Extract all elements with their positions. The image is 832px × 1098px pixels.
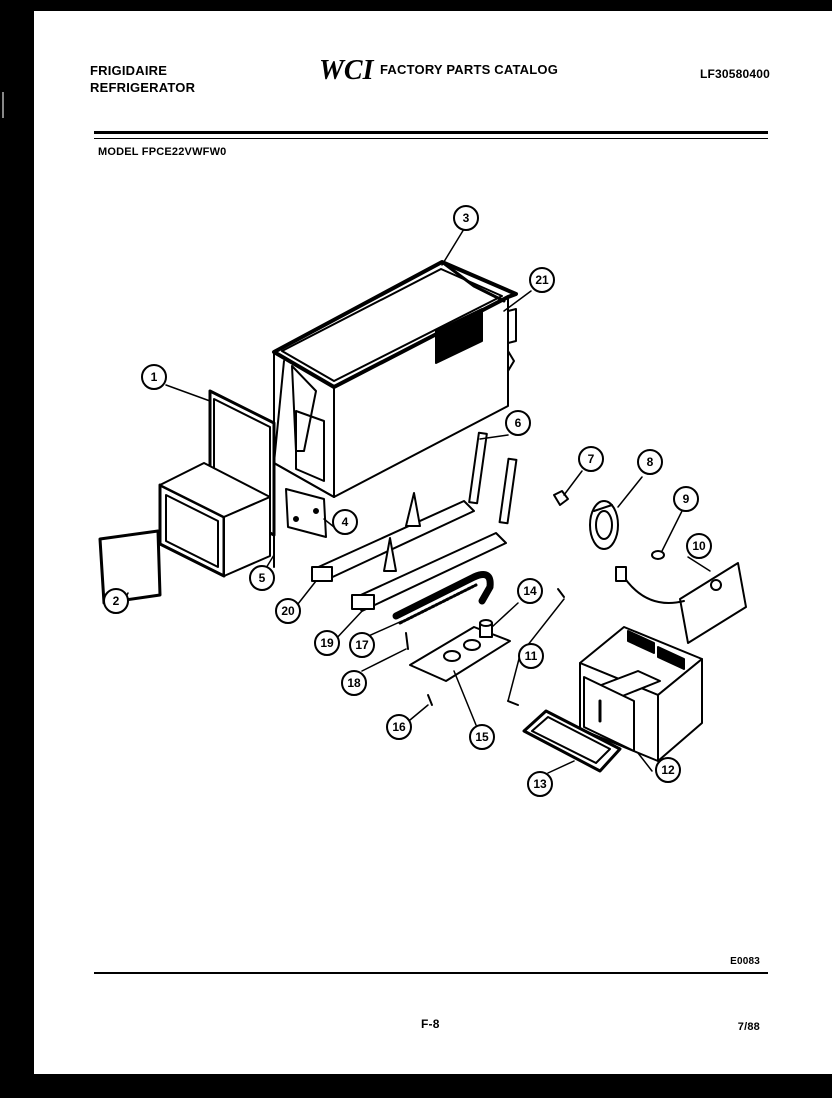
screw-part	[507, 700, 519, 706]
svg-text:16: 16	[392, 720, 406, 734]
svg-text:8: 8	[647, 455, 654, 469]
svg-text:12: 12	[661, 763, 675, 777]
callout-16: 16	[386, 714, 412, 740]
screw-part	[405, 632, 409, 650]
callout-19: 19	[314, 630, 340, 656]
svg-text:21: 21	[535, 273, 549, 287]
rod-parts	[468, 431, 518, 525]
callout-12: 12	[655, 757, 681, 783]
ice-bucket-part	[272, 260, 518, 498]
callout-17: 17	[349, 632, 375, 658]
svg-text:18: 18	[347, 676, 361, 690]
callouts: 1 2 3 4 5 6 7 8 9 10 11 12 13 14 15 16 1…	[103, 205, 712, 797]
callout-7: 7	[578, 446, 604, 472]
figure-code: E0083	[730, 956, 760, 967]
callout-14: 14	[517, 578, 543, 604]
svg-text:3: 3	[463, 211, 470, 225]
callout-18: 18	[341, 670, 367, 696]
callout-1: 1	[141, 364, 167, 390]
svg-text:14: 14	[523, 584, 537, 598]
document-number: LF30580400	[699, 67, 770, 81]
callout-13: 13	[527, 771, 553, 797]
product-type: REFRIGERATOR	[90, 80, 196, 95]
motor-assembly-part	[579, 626, 703, 762]
callout-5: 5	[249, 565, 275, 591]
svg-text:13: 13	[533, 777, 547, 791]
page-number: F-8	[421, 1017, 440, 1031]
callout-11: 11	[518, 643, 544, 669]
exploded-parts-diagram: 1 2 3 4 5 6 7 8 9 10 11 12 13 14 15 16 1…	[98, 205, 747, 797]
callout-21: 21	[529, 267, 555, 293]
svg-text:10: 10	[692, 539, 706, 553]
brand-block: FRIGIDAIRE REFRIGERATOR	[90, 62, 195, 96]
footer-rule	[94, 972, 768, 974]
screw-part	[427, 694, 433, 706]
callout-6: 6	[505, 410, 531, 436]
svg-text:6: 6	[515, 416, 522, 430]
catalog-title: FACTORY PARTS CATALOG	[380, 62, 559, 77]
scan-edge-mark	[2, 92, 12, 118]
revision-date: 7/88	[737, 1021, 760, 1033]
model-number: MODEL FPCE22VWFW0	[98, 146, 227, 158]
callout-15: 15	[469, 724, 495, 750]
svg-text:9: 9	[683, 492, 690, 506]
svg-text:WCI: WCI	[319, 55, 375, 84]
callout-2: 2	[103, 588, 129, 614]
auger-rails-part	[311, 492, 507, 612]
svg-text:11: 11	[525, 649, 538, 663]
gear-part	[589, 500, 619, 550]
auger-coil-part	[392, 571, 494, 625]
callout-9: 9	[673, 486, 699, 512]
callout-8: 8	[637, 449, 663, 475]
header-rule-thin	[94, 138, 768, 139]
callout-20: 20	[275, 598, 301, 624]
chute-housing-part	[158, 462, 271, 578]
callout-3: 3	[453, 205, 479, 231]
bracket-part	[273, 488, 327, 568]
svg-text:17: 17	[355, 638, 369, 652]
svg-text:2: 2	[113, 594, 120, 608]
screw-part	[557, 588, 565, 598]
gasket-part	[522, 709, 622, 773]
bushing-part	[479, 619, 493, 638]
cover-plate-part	[98, 529, 162, 605]
wci-logo: WCI	[319, 55, 375, 84]
mounting-plate-part	[409, 626, 511, 682]
svg-text:20: 20	[281, 604, 295, 618]
callout-4: 4	[332, 509, 358, 535]
svg-text:7: 7	[588, 452, 595, 466]
callout-10: 10	[686, 533, 712, 559]
brand-name: FRIGIDAIRE	[90, 63, 168, 78]
svg-text:1: 1	[151, 370, 158, 384]
catalog-page: FRIGIDAIRE REFRIGERATOR WCI FACTORY PART…	[34, 11, 832, 1074]
svg-text:5: 5	[259, 571, 266, 585]
washer-part	[651, 550, 665, 560]
motor-bracket-part	[615, 562, 747, 644]
svg-text:4: 4	[342, 515, 349, 529]
svg-text:19: 19	[320, 636, 334, 650]
svg-text:15: 15	[475, 730, 489, 744]
header-rule	[94, 131, 768, 134]
